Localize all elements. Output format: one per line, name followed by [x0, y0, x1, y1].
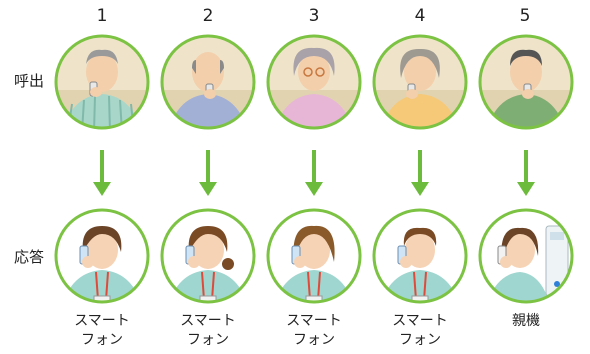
caller-circle-5: [478, 34, 574, 130]
responder-label-1: スマート フォン: [52, 312, 152, 350]
label-line: スマート: [286, 313, 342, 329]
arrow-4: [411, 150, 429, 196]
label-line: フォン: [81, 332, 123, 348]
caller-circle-2: [160, 34, 256, 130]
label-line: スマート: [74, 313, 130, 329]
label-line: フォン: [293, 332, 335, 348]
column-number-2: 2: [202, 6, 214, 26]
label-line: フォン: [187, 332, 229, 348]
arrow-1: [93, 150, 111, 196]
responder-label-4: スマート フォン: [370, 312, 470, 350]
column-number-1: 1: [96, 6, 108, 26]
column-number-3: 3: [308, 6, 320, 26]
column-number-4: 4: [414, 6, 426, 26]
arrow-3: [305, 150, 323, 196]
call-row-label: 呼出: [14, 72, 45, 90]
label-line: スマート: [180, 313, 236, 329]
arrow-2: [199, 150, 217, 196]
caller-circle-3: [266, 34, 362, 130]
responder-circle-2: [160, 208, 256, 304]
label-line: 親機: [512, 313, 540, 329]
responder-circle-1: [54, 208, 150, 304]
caller-circle-4: [372, 34, 468, 130]
answer-row-label: 応答: [14, 248, 45, 266]
responder-label-2: スマート フォン: [158, 312, 258, 350]
responder-circle-4: [372, 208, 468, 304]
responder-label-3: スマート フォン: [264, 312, 364, 350]
arrow-5: [517, 150, 535, 196]
label-line: フォン: [399, 332, 441, 348]
label-line: スマート: [392, 313, 448, 329]
column-number-5: 5: [519, 6, 531, 26]
responder-label-5: 親機: [476, 312, 576, 331]
responder-circle-3: [266, 208, 362, 304]
caller-circle-1: [54, 34, 150, 130]
responder-circle-5: [478, 208, 574, 304]
